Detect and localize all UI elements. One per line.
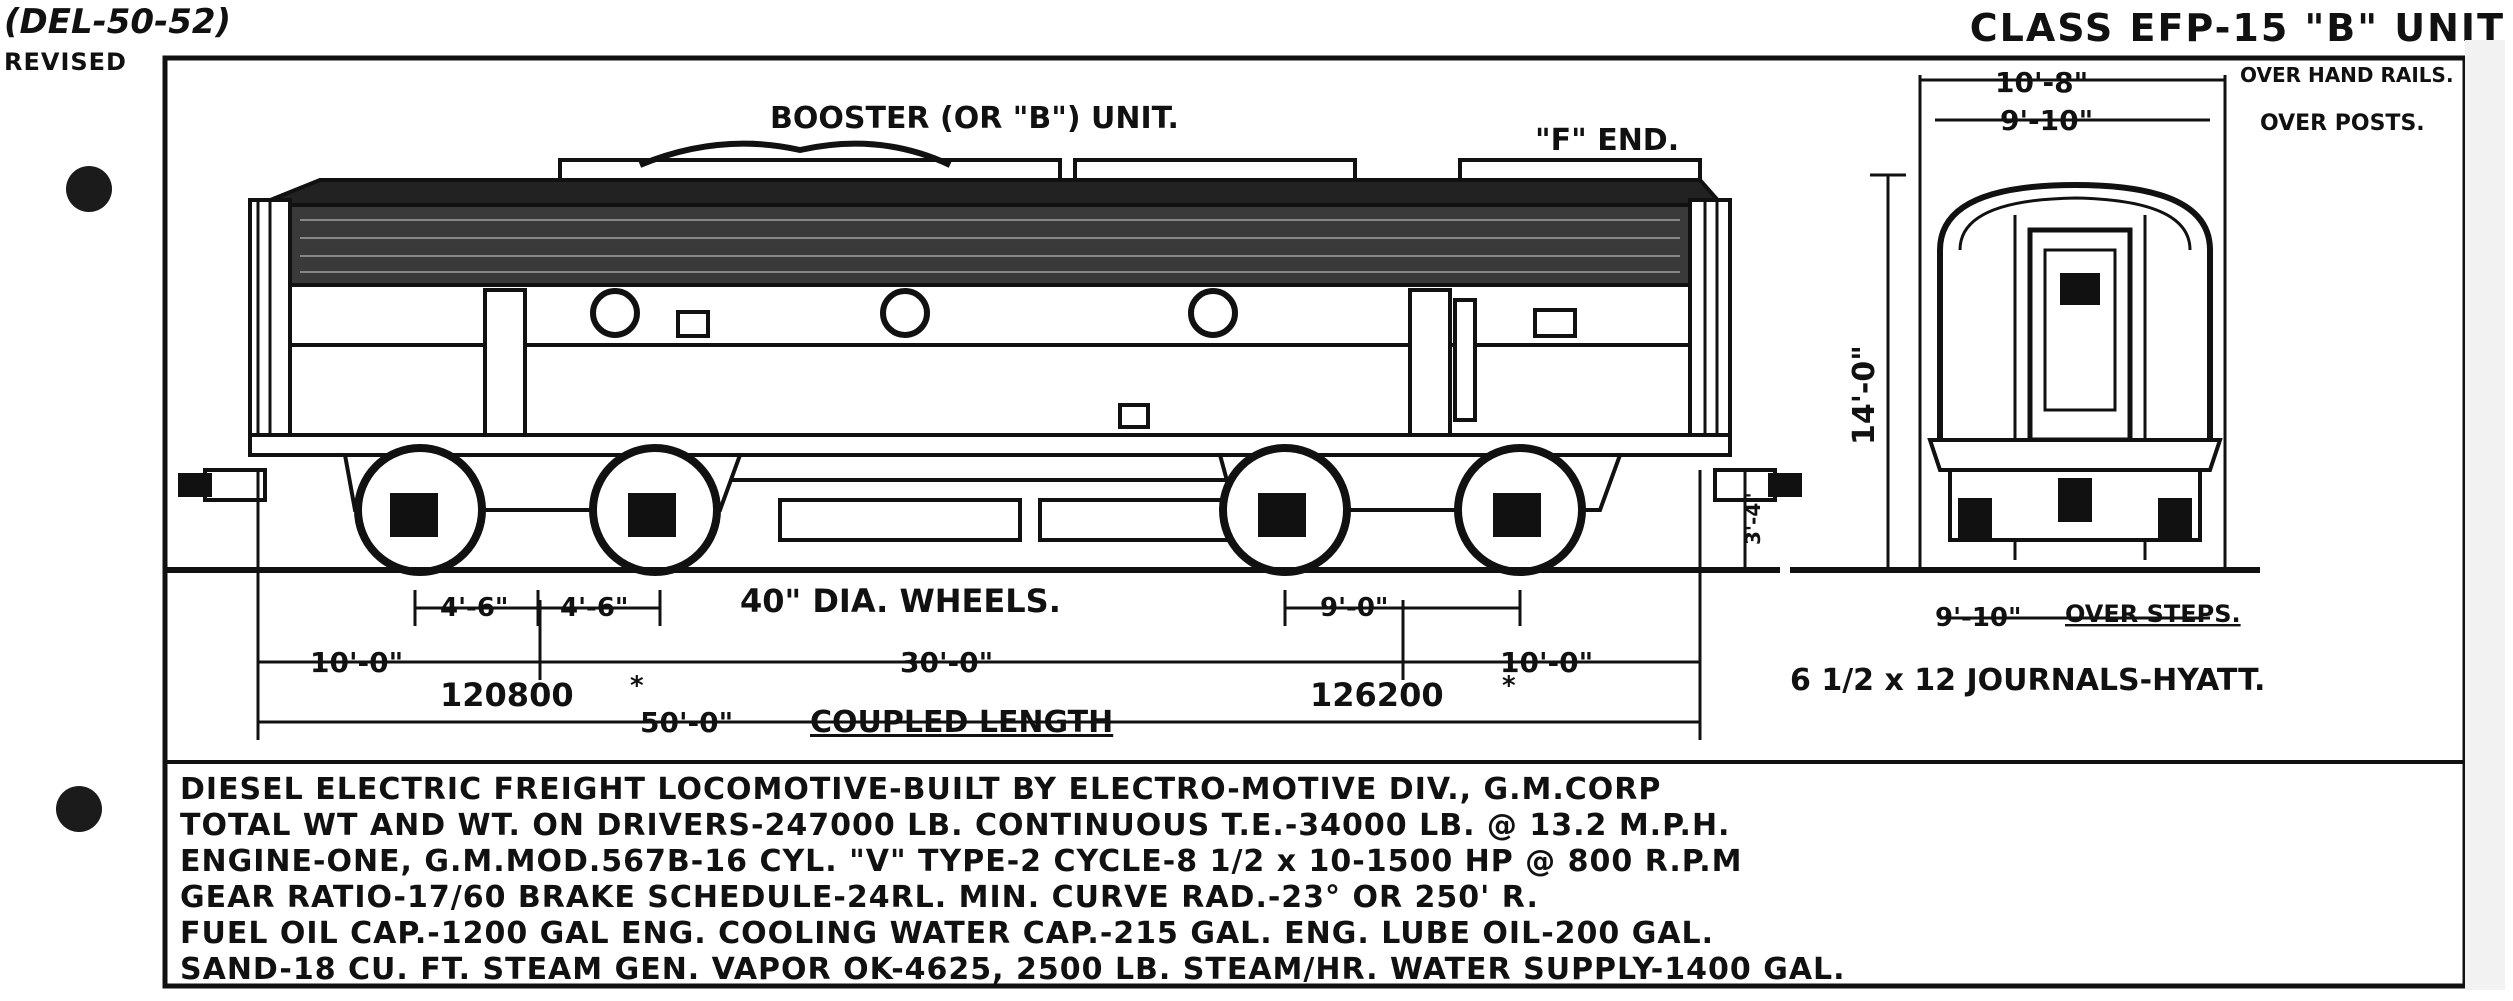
punch-hole-top <box>66 166 112 212</box>
over-steps-label: OVER STEPS. <box>2065 600 2241 628</box>
axle-dim-left-2: 4'-6" <box>560 593 628 623</box>
overall-height-dim: 14'-0" <box>1847 345 1882 445</box>
over-handrails-value: 10'-8" <box>1995 66 2088 99</box>
end-elevation <box>1918 75 2227 570</box>
spec-line-5: FUEL OIL CAP.-1200 GAL ENG. COOLING WATE… <box>180 916 1715 951</box>
spec-line-4: GEAR RATIO-17/60 BRAKE SCHEDULE-24RL. MI… <box>180 880 1539 915</box>
side-elevation <box>165 140 2260 576</box>
over-handrails-label: OVER HAND RAILS. <box>2240 63 2454 87</box>
axle-dim-right: 9'-0" <box>1320 593 1388 623</box>
side-view-title: BOOSTER (OR "B") UNIT. <box>770 101 1179 136</box>
over-steps-value: 9'-10" <box>1935 603 2022 633</box>
weight-right-mark: * <box>1502 671 1516 701</box>
width-dimensions <box>1920 78 2225 620</box>
roof-fan-hatch <box>638 140 952 168</box>
drawing-id: (DEL-50-52) <box>4 2 232 42</box>
weight-left: 120800 <box>440 676 574 714</box>
dim-end-left: 10'-0" <box>310 646 403 679</box>
height-dimension <box>1870 173 1906 570</box>
over-posts-value: 9'-10" <box>2000 104 2093 137</box>
spec-line-1: DIESEL ELECTRIC FREIGHT LOCOMOTIVE-BUILT… <box>180 772 1662 807</box>
weight-right: 126200 <box>1310 676 1444 714</box>
spec-line-3: ENGINE-ONE, G.M.MOD.567B-16 CYL. "V" TYP… <box>180 844 1743 879</box>
f-end-label: "F" END. <box>1535 123 1679 158</box>
revised-stamp: REVISED <box>4 48 127 76</box>
coupled-length-label: COUPLED LENGTH <box>810 705 1113 740</box>
truck-dimension <box>256 470 1702 740</box>
dim-truck-centers: 30'-0" <box>900 646 993 679</box>
over-posts-label: OVER POSTS. <box>2260 111 2425 136</box>
journals-label: 6 1/2 x 12 JOURNALS-HYATT. <box>1790 663 2265 698</box>
wheel-diameter-label: 40" DIA. WHEELS. <box>740 582 1061 620</box>
spec-line-6: SAND-18 CU. FT. STEAM GEN. VAPOR OK-4625… <box>180 952 1846 987</box>
punch-hole-bottom <box>56 786 102 832</box>
weight-left-mark: * <box>630 671 644 701</box>
class-title: CLASS EFP-15 "B" UNIT <box>1969 6 2505 50</box>
coupled-length-value: 50'-0" <box>640 706 733 739</box>
coupler-height-dim: 3'-4" <box>1741 492 1765 545</box>
margin-strip <box>2465 40 2505 990</box>
spec-line-2: TOTAL WT AND WT. ON DRIVERS-247000 LB. C… <box>180 808 1731 843</box>
axle-dim-left-1: 4'-6" <box>440 593 508 623</box>
dim-end-right: 10'-0" <box>1500 646 1593 679</box>
